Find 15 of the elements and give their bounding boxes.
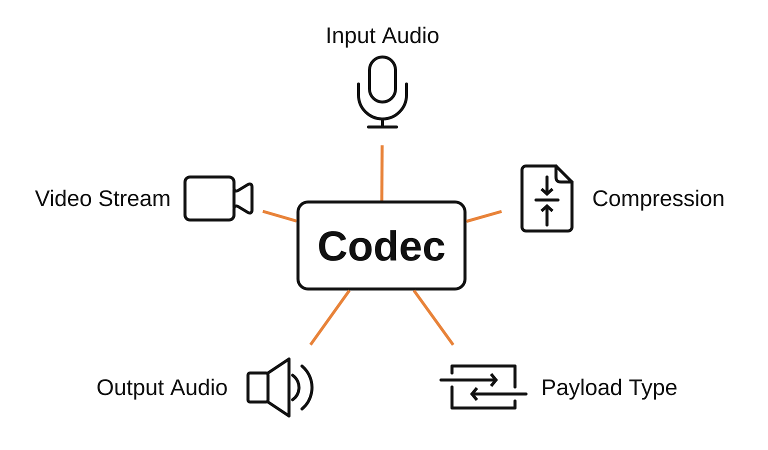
- connector-line: [262, 210, 297, 222]
- connector-line: [309, 290, 351, 346]
- icon-caption: Compression: [593, 190, 724, 211]
- icon-caption: Payload Type: [543, 378, 677, 400]
- speaker-icon: [246, 358, 314, 418]
- microphone-icon: [357, 56, 408, 128]
- connector-line: [380, 145, 384, 201]
- icon-caption: Video Stream: [34, 190, 170, 206]
- icon-caption: Input Audio: [328, 26, 438, 48]
- connector-line: [412, 290, 454, 346]
- video-camera-icon: [184, 176, 254, 222]
- compressed-file-icon: [520, 164, 574, 232]
- rounded-box: Codec: [296, 200, 466, 290]
- connector-line: [466, 210, 502, 223]
- icon-caption: Output Audio: [98, 378, 227, 400]
